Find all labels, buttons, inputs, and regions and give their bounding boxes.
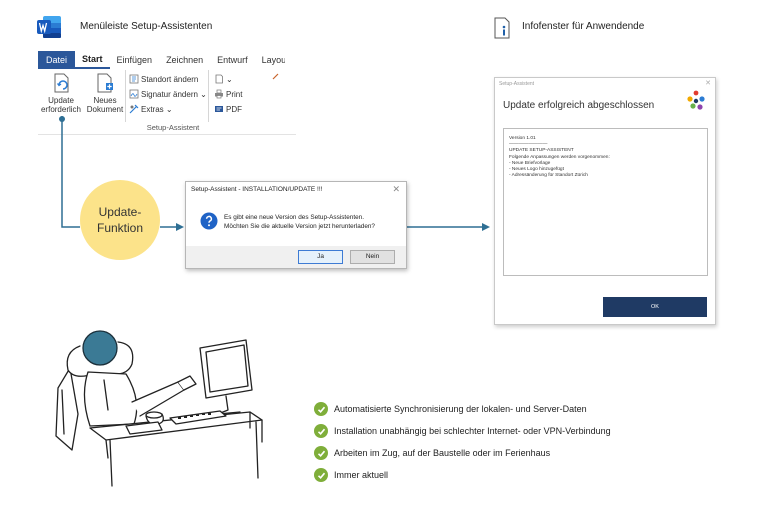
- page-dropdown-button[interactable]: ⌄: [214, 74, 233, 84]
- update-dialog: Setup-Assistent - INSTALLATION/UPDATE !!…: [185, 181, 407, 269]
- ribbon-group-setup-assistant: Update erforderlich Neues Dokument Stand…: [38, 70, 296, 135]
- chair-back: [55, 367, 79, 451]
- info-window-content: Version 1.01 ———————— UPDATE SETUP-ASSIS…: [503, 128, 708, 276]
- version-line: Version 1.01: [509, 136, 536, 141]
- person-head: [82, 330, 118, 366]
- tab-draw[interactable]: Zeichnen: [166, 55, 204, 65]
- arrowhead-to-info: [482, 223, 490, 231]
- info-window-caption-bar: Setup-Assistent: [499, 81, 535, 87]
- desk-legs: [109, 421, 259, 487]
- tab-start[interactable]: Start: [75, 51, 110, 69]
- arrowhead-to-dialog: [176, 223, 184, 231]
- update-function-circle: Update- Funktion: [80, 180, 160, 260]
- question-icon: [200, 212, 218, 230]
- tab-insert[interactable]: Einfügen: [116, 55, 153, 65]
- pdf-button[interactable]: PDF: [214, 104, 242, 114]
- monitor-screen: [205, 344, 249, 393]
- extras-icon: [129, 104, 139, 114]
- tab-design[interactable]: Entwurf: [217, 55, 248, 65]
- new-document-icon: [97, 73, 113, 93]
- change-signature-button[interactable]: Signatur ändern ⌄: [129, 89, 207, 99]
- torso: [83, 371, 138, 427]
- print-button[interactable]: Print: [214, 89, 242, 99]
- keyboard-keys: [178, 413, 211, 419]
- ribbon-group-label: Setup-Assistent: [146, 123, 200, 132]
- papers: [125, 421, 163, 435]
- dialog-close-button[interactable]: ✕: [392, 184, 400, 194]
- benefit-item: Installation unabhängig bei schlechter I…: [314, 420, 734, 442]
- update-heading: UPDATE SETUP-ASSISTENT: [509, 148, 574, 154]
- desk-edge: [105, 411, 263, 459]
- change-item: - Adressänderung für Standort Zürich: [509, 173, 588, 179]
- update-required-button[interactable]: Update erforderlich: [38, 72, 84, 114]
- check-icon: [314, 446, 328, 460]
- tab-file[interactable]: Datei: [38, 51, 76, 69]
- benefit-item: Arbeiten im Zug, auf der Baustelle oder …: [314, 442, 734, 464]
- page-icon: [215, 74, 223, 84]
- divider-line: ————————: [509, 142, 548, 148]
- benefit-item: Automatisierte Synchronisierung der loka…: [314, 398, 734, 420]
- signature-icon: [129, 89, 139, 99]
- info-window: Setup-Assistent ✕ Update erfolgreich abg…: [494, 77, 716, 325]
- change-item: - Neues Logo hinzugefügt: [509, 167, 564, 173]
- extras-button[interactable]: Extras ⌄: [129, 104, 173, 114]
- yes-button[interactable]: Ja: [298, 250, 343, 264]
- foot: [177, 375, 197, 391]
- menu-bar-caption: Menüleiste Setup-Assistenten: [80, 21, 213, 32]
- word-app-icon: [37, 16, 61, 38]
- pen-icon: [272, 73, 279, 80]
- ribbon-divider: [38, 134, 296, 135]
- monitor-stand: [217, 395, 241, 415]
- check-icon: [314, 424, 328, 438]
- update-required-icon: [54, 73, 69, 93]
- change-item: - Neue Briefvorlage: [509, 160, 551, 166]
- benefit-item: Immer aktuell: [314, 464, 734, 486]
- benefits-list: Automatisierte Synchronisierung der loka…: [314, 398, 734, 486]
- info-window-icon: [494, 17, 510, 39]
- chair-detail: [61, 389, 65, 435]
- dialog-footer: Ja Nein: [186, 246, 406, 268]
- dialog-title: Setup-Assistent - INSTALLATION/UPDATE !!…: [191, 186, 323, 193]
- ribbon-tabs: Datei Start Einfügen Zeichnen Entwurf La…: [38, 51, 285, 69]
- dialog-message: Es gibt eine neue Version des Setup-Assi…: [224, 214, 375, 230]
- printer-icon: [215, 89, 223, 99]
- arm-left: [66, 345, 95, 377]
- leg: [131, 381, 185, 417]
- ribbon-separator: [125, 70, 126, 122]
- arm-right: [115, 341, 134, 375]
- person-at-desk-illustration: [55, 330, 263, 487]
- info-window-title: Update erfolgreich abgeschlossen: [503, 100, 655, 111]
- ok-button[interactable]: OK: [603, 297, 707, 317]
- monitor: [199, 339, 253, 399]
- change-location-button[interactable]: Standort ändern: [129, 74, 198, 84]
- check-icon: [314, 402, 328, 416]
- tab-layout[interactable]: Layout: [261, 55, 285, 65]
- check-icon: [314, 468, 328, 482]
- info-window-close-button[interactable]: ✕: [705, 80, 711, 87]
- ribbon-separator: [208, 70, 209, 122]
- pdf-icon: [215, 106, 223, 112]
- info-window-caption: Infofenster für Anwendende: [522, 21, 645, 32]
- shirt-line: [103, 379, 109, 411]
- location-icon: [129, 74, 139, 84]
- changes-intro: Folgende Anpassungen werden vorgenommen:: [509, 154, 610, 160]
- no-button[interactable]: Nein: [350, 250, 395, 264]
- new-document-button[interactable]: Neues Dokument: [82, 72, 128, 114]
- company-logo-icon: [687, 90, 705, 110]
